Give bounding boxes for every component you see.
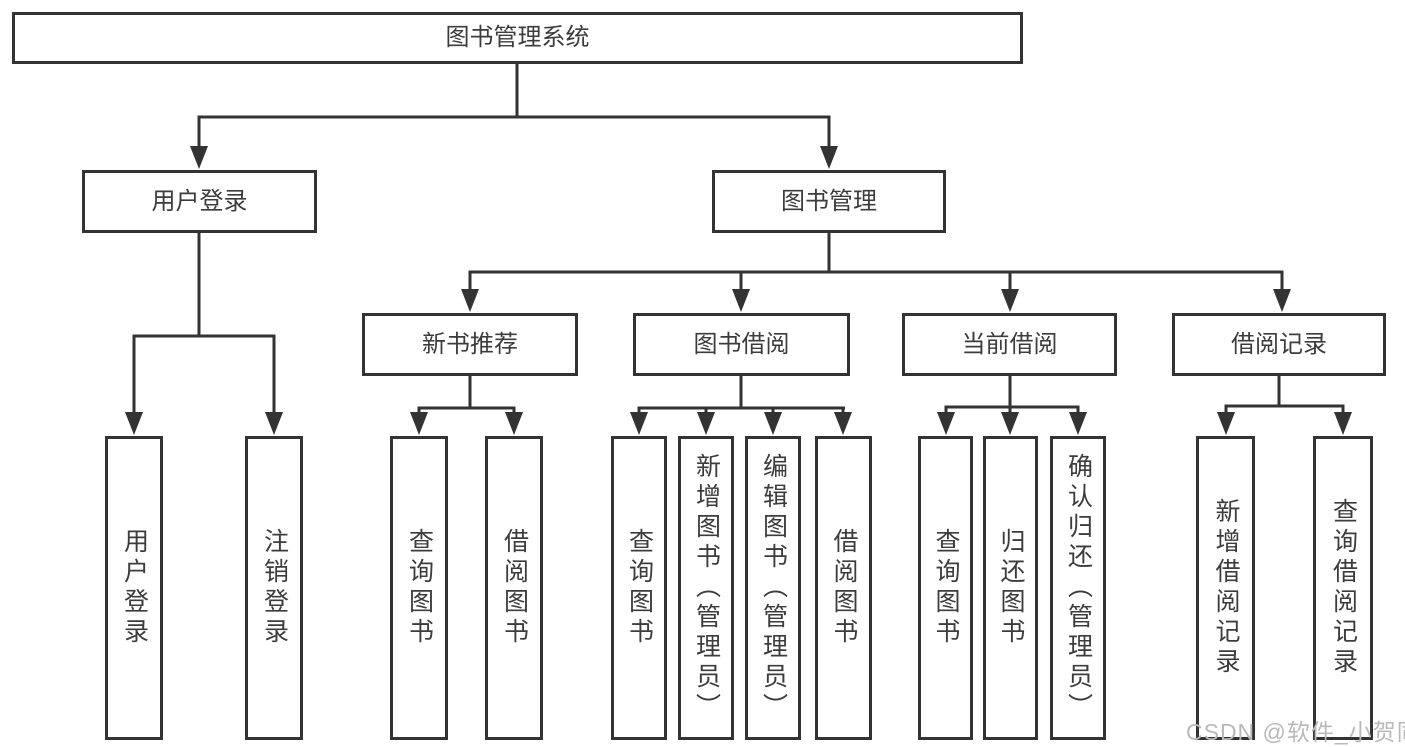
node-br-query: 查询借阅记录 [1313,436,1373,740]
watermark: CSDN @软件_小贺同学 [1186,719,1405,745]
arrowhead-bb-borrow [834,412,852,435]
node-new-book-rec: 新书推荐 [362,313,578,376]
node-br-add: 新增借阅记录 [1196,436,1255,740]
arrowhead-new-book-rec [461,289,479,312]
node-bb-borrow: 借阅图书 [815,436,872,740]
connector-root-to-level2 [190,64,838,169]
node-cb-return: 归还图书 [983,436,1038,740]
node-current-borrow: 当前借阅 [902,313,1117,376]
arrowhead-bb-edit [764,412,782,435]
node-book-borrow: 图书借阅 [633,313,850,376]
node-bb-query: 查询图书 [611,436,667,740]
arrowhead-current-borrow [1001,289,1019,312]
node-bb-add: 新增图书（管理员） [678,436,734,740]
node-root: 图书管理系统 [12,12,1023,64]
connector-book-mgmt-children [461,233,1291,312]
arrowhead-br-add [1217,412,1235,435]
node-rec-query: 查询图书 [390,436,448,740]
node-cb-query: 查询图书 [918,436,973,740]
node-book-mgmt: 图书管理 [712,170,946,233]
connector-user-login-children [125,233,283,435]
connector-current-borrow-children [937,376,1087,435]
arrowhead-login-user [125,412,143,435]
arrowhead-borrow-record [1273,289,1291,312]
arrowhead-logout [265,412,283,435]
arrowhead-book-mgmt [820,146,838,169]
arrowhead-cb-return [1001,412,1019,435]
node-user-login: 用户登录 [82,170,317,233]
arrowhead-bb-add [697,412,715,435]
arrowhead-cb-query [937,412,955,435]
node-bb-edit: 编辑图书（管理员） [745,436,801,740]
node-cb-confirm: 确认归还（管理员） [1050,436,1106,740]
arrowhead-rec-query [410,412,428,435]
arrowhead-user-login [190,146,208,169]
arrowhead-bb-query [630,412,648,435]
node-login-user: 用户登录 [105,436,163,740]
connector-book-borrow-children [630,376,852,435]
arrowhead-cb-confirm [1069,412,1087,435]
connector-new-book-rec-children [410,376,523,435]
connector-borrow-record-children [1217,375,1352,435]
node-logout: 注销登录 [245,436,303,740]
arrowhead-rec-borrow [505,412,523,435]
arrowhead-book-borrow [732,289,750,312]
node-rec-borrow: 借阅图书 [485,436,543,740]
node-borrow-record: 借阅记录 [1172,313,1386,376]
arrowhead-br-query [1334,412,1352,435]
